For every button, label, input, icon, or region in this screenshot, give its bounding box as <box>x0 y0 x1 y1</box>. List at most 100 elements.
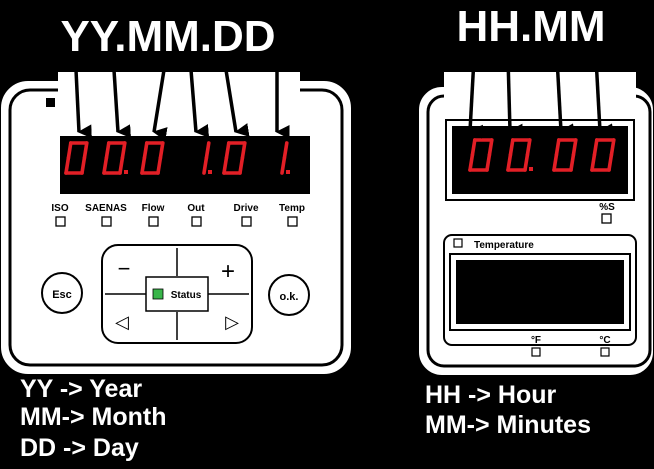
minus-button[interactable]: − <box>104 247 176 293</box>
esc-button-label: Esc <box>52 289 72 301</box>
digit-segment <box>525 138 532 157</box>
digit-segment <box>64 156 71 175</box>
digit-segment <box>607 153 614 172</box>
indicator-led <box>287 216 298 227</box>
minus-icon: − <box>118 256 131 281</box>
legend-year: YY -> Year <box>20 375 142 403</box>
right-display-digit <box>590 138 616 172</box>
left-label-band <box>58 72 300 104</box>
right-pointer-arrows <box>468 57 613 139</box>
digit-segment <box>552 153 559 172</box>
indicator-led <box>55 216 66 227</box>
fahrenheit-label: °F <box>531 335 541 346</box>
digit-segment <box>282 141 289 160</box>
keypad: − + ◁ ▷ Status <box>101 244 253 344</box>
decimal-point <box>124 170 128 174</box>
left-display-digit <box>202 141 212 175</box>
decimal-point <box>286 170 290 174</box>
digit-segment <box>569 153 576 172</box>
status-button-label: Status <box>171 290 202 301</box>
digit-segment <box>102 156 109 175</box>
decimal-point <box>208 170 212 174</box>
indicator-led <box>101 216 112 227</box>
left-pointer-arrows <box>74 69 290 141</box>
digit-segment <box>485 153 492 172</box>
left-display-digit <box>222 141 247 175</box>
digit-segment <box>66 141 73 160</box>
ok-button[interactable]: o.k. <box>268 274 310 316</box>
status-led <box>152 288 164 300</box>
digit-segment <box>156 156 163 175</box>
celsius-label: °C <box>599 335 610 346</box>
right-display-digit <box>506 138 533 172</box>
plus-icon: + <box>221 258 235 285</box>
temperature-led <box>453 238 463 248</box>
left-indicator-row: ISO SAENAS Flow Out Drive Temp <box>51 203 305 227</box>
esc-button[interactable]: Esc <box>41 272 83 314</box>
indicator-label: ISO <box>51 203 68 214</box>
indicator-label: Drive <box>233 203 258 214</box>
digit-segment <box>222 156 229 175</box>
digit-segment <box>592 138 599 157</box>
digit-segment <box>487 138 494 157</box>
digit-segment <box>82 141 89 160</box>
indicator-label: Temp <box>279 203 305 214</box>
temperature-label: Temperature <box>474 240 534 251</box>
left-arrow-button[interactable]: ◁ <box>104 295 176 341</box>
indicator-label: Flow <box>142 203 165 214</box>
digit-segment <box>80 156 87 175</box>
digit-segment <box>120 141 127 160</box>
digit-segment <box>204 141 211 160</box>
left-corner-led <box>46 98 55 107</box>
digit-segment <box>142 141 149 160</box>
right-display-digits <box>468 138 616 172</box>
left-display-digit <box>140 141 165 175</box>
digit-segment <box>118 156 125 175</box>
digit-segment <box>468 153 475 172</box>
legend-hour: HH -> Hour <box>425 381 557 409</box>
right-format-title: HH.MM <box>456 2 605 51</box>
left-display-digit <box>102 141 128 175</box>
digit-segment <box>571 138 578 157</box>
digit-segment <box>554 138 561 157</box>
left-format-title: YY.MM.DD <box>60 12 275 61</box>
left-display-digit <box>64 141 89 175</box>
status-button[interactable]: Status <box>145 276 209 312</box>
celsius-led <box>600 347 610 357</box>
digit-segment <box>609 138 616 157</box>
temperature-display <box>456 260 624 324</box>
digit-segment <box>240 141 247 160</box>
right-display <box>452 126 628 194</box>
digit-segment <box>104 141 111 160</box>
percent-s-led <box>601 213 612 224</box>
digit-segment <box>508 138 515 157</box>
indicator-label: Out <box>187 203 205 214</box>
left-arrow-icon: ◁ <box>115 312 129 332</box>
indicator-led <box>191 216 202 227</box>
left-display-arrow-band <box>60 106 310 136</box>
digit-segment <box>224 141 231 160</box>
decimal-point <box>529 167 533 171</box>
left-device: ISO SAENAS Flow Out Drive Temp Esc − + ◁ <box>0 72 353 376</box>
left-display-digit <box>280 141 290 175</box>
digit-segment <box>506 153 513 172</box>
left-legend: YY -> Year MM-> Month DD -> Day <box>19 374 167 463</box>
left-display-digits <box>64 141 290 175</box>
right-display-digit <box>468 138 494 172</box>
digit-segment <box>140 156 147 175</box>
digit-segment <box>523 153 530 172</box>
right-device: %S Temperature °F °C <box>417 72 654 377</box>
plus-button[interactable]: + <box>178 247 250 293</box>
right-arrow-button[interactable]: ▷ <box>178 295 250 341</box>
right-label-band <box>444 72 636 112</box>
fahrenheit-led <box>531 347 541 357</box>
digit-segment <box>238 156 245 175</box>
digit-segment <box>590 153 597 172</box>
indicator-label: SAENAS <box>85 203 127 214</box>
indicator-led <box>241 216 252 227</box>
digit-segment <box>280 156 287 175</box>
right-arrow-icon: ▷ <box>225 312 239 332</box>
digit-segment <box>202 156 209 175</box>
digit-segment <box>158 141 165 160</box>
